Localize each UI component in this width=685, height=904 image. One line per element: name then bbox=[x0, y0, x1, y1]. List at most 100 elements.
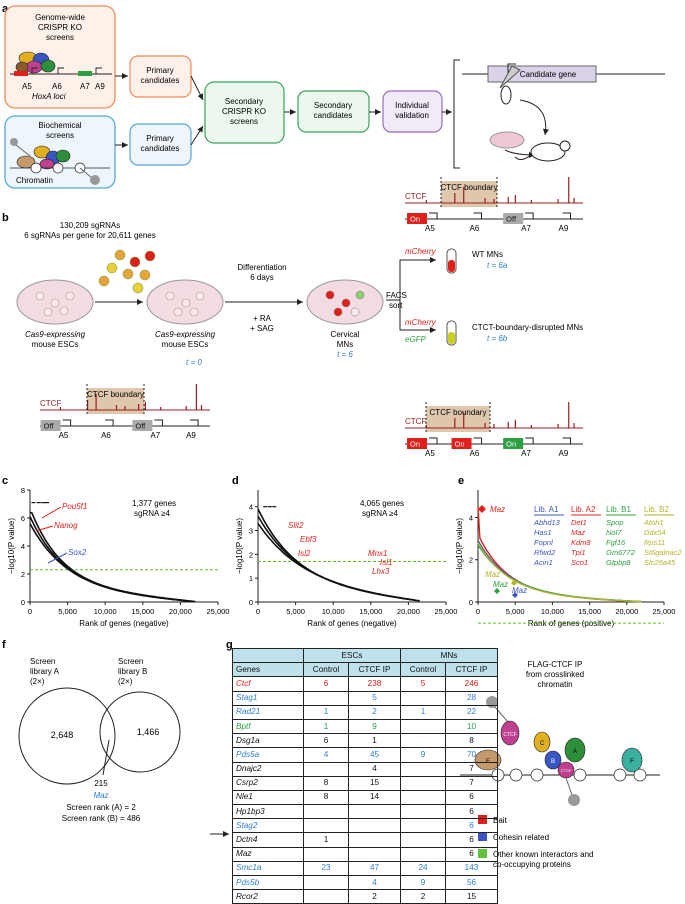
sgrna-threshold: sgRNA ≥4 bbox=[134, 509, 171, 518]
sgrna-threshold: sgRNA ≥4 bbox=[362, 509, 399, 518]
library-title: Lib. A1 bbox=[534, 505, 559, 514]
secondary-cand-1: Secondary bbox=[314, 101, 352, 110]
library-gene: Tpi1 bbox=[571, 548, 586, 557]
panel-f-label: f bbox=[2, 639, 6, 651]
svg-text:CTCF: CTCF bbox=[503, 732, 516, 738]
venn-circle-b bbox=[99, 691, 181, 773]
promoter-arrow-a7 bbox=[95, 67, 102, 74]
expression-label: Off bbox=[44, 422, 55, 431]
x-tick-label: 0 bbox=[28, 607, 32, 616]
boundary-label: CTCF boundary bbox=[441, 183, 498, 192]
value-cell: 2 bbox=[400, 889, 446, 904]
venn-maz: Maz bbox=[93, 791, 108, 800]
pointer-nanog bbox=[35, 525, 54, 532]
value-cell: 6 bbox=[445, 818, 498, 834]
maz-point-a1 bbox=[512, 592, 518, 598]
x-axis-label: Rank of genes (positive) bbox=[528, 619, 615, 628]
gene-cell: Bptf bbox=[232, 718, 304, 735]
scissors-handle-icon bbox=[500, 85, 512, 105]
x-tick-label: 10,000 bbox=[322, 607, 345, 616]
panel-e-label: e bbox=[458, 475, 464, 487]
value-cell bbox=[400, 846, 446, 862]
boundary-label: CTCF boundary bbox=[87, 390, 144, 399]
primary-1-line-1: Primary bbox=[146, 66, 174, 75]
library-gene: St6galnac2 bbox=[644, 548, 682, 557]
secondary-cand-2: candidates bbox=[314, 111, 353, 120]
expression-box bbox=[132, 420, 153, 431]
protein-magenta bbox=[25, 60, 43, 74]
rank-curve bbox=[257, 508, 420, 602]
value-cell bbox=[348, 832, 401, 848]
value-cell bbox=[348, 818, 401, 834]
expression-label: On bbox=[455, 440, 465, 449]
value-cell bbox=[400, 789, 446, 806]
nucleosome-1 bbox=[30, 162, 42, 174]
value-cell: 14 bbox=[348, 789, 401, 806]
lib-a-line-1: Screen bbox=[30, 657, 55, 666]
primary-2-line-2: candidates bbox=[141, 144, 180, 153]
y-tick-label: 0 bbox=[249, 598, 253, 607]
library-gene: Acin1 bbox=[533, 558, 553, 567]
value-cell bbox=[400, 775, 446, 791]
genome-wide-title-2: CRISPR KO bbox=[38, 23, 82, 32]
highlight-gene: Slit2 bbox=[288, 521, 304, 530]
lib-a-line-3: (2×) bbox=[30, 677, 45, 686]
value-cell: 1 bbox=[303, 718, 349, 735]
cas9-label-1: Cas9-expressing bbox=[25, 330, 86, 339]
value-cell: 47 bbox=[348, 860, 401, 877]
y-tick-label: 0 bbox=[21, 598, 25, 607]
value-cell: 6 bbox=[445, 789, 498, 806]
x-tick-label: 25,000 bbox=[435, 607, 458, 616]
legend-other-2: co-occupying proteins bbox=[493, 860, 571, 869]
mcherry-label-1: mCherry bbox=[405, 247, 437, 256]
value-cell bbox=[400, 718, 446, 735]
maz-point-b1 bbox=[494, 588, 500, 594]
x-tick-label: 0 bbox=[476, 607, 480, 616]
expression-label: On bbox=[410, 440, 420, 449]
value-cell: 15 bbox=[445, 889, 498, 904]
promoter-arrow bbox=[473, 437, 483, 444]
gene-label: A5 bbox=[59, 431, 69, 440]
table-mns-header: MNs bbox=[400, 647, 498, 664]
promoter-arrow bbox=[154, 419, 163, 426]
value-cell: 238 bbox=[348, 676, 401, 692]
gene-a5-on bbox=[14, 71, 28, 76]
library-gene: Has1 bbox=[534, 528, 552, 537]
x-tick-label: 10,000 bbox=[541, 607, 564, 616]
library-gene: Abhd13 bbox=[533, 518, 561, 527]
value-cell: 7 bbox=[445, 775, 498, 791]
library-title: Lib. B2 bbox=[644, 505, 669, 514]
value-cell bbox=[348, 846, 401, 862]
value-cell: 70 bbox=[445, 747, 498, 763]
gene-label-a7: A7 bbox=[80, 82, 90, 91]
value-cell: 1 bbox=[400, 704, 446, 720]
y-tick-label: 2 bbox=[21, 570, 25, 579]
culture-dish-icon bbox=[489, 131, 525, 149]
value-cell: 5 bbox=[400, 676, 446, 692]
svg-text:C: C bbox=[540, 741, 545, 747]
mouse-tail-icon bbox=[514, 154, 532, 161]
y-tick-label: 1 bbox=[249, 574, 253, 583]
pointer-pou5f1 bbox=[41, 506, 62, 519]
tube-disrupted-fill bbox=[448, 332, 455, 344]
arrow-dish bbox=[519, 99, 549, 136]
y-tick-label: 2 bbox=[249, 550, 253, 559]
library-gene: Slc25a45 bbox=[644, 558, 676, 567]
rank-curve bbox=[477, 542, 642, 603]
genes-count: 4,065 genes bbox=[360, 499, 404, 508]
expression-label: On bbox=[506, 440, 516, 449]
expression-box bbox=[407, 438, 428, 449]
expression-box bbox=[451, 438, 472, 449]
gene-label: A5 bbox=[425, 449, 435, 458]
value-cell bbox=[303, 690, 349, 706]
mouse-icon bbox=[530, 142, 566, 162]
gene-cell: Rcor2 bbox=[232, 889, 304, 904]
